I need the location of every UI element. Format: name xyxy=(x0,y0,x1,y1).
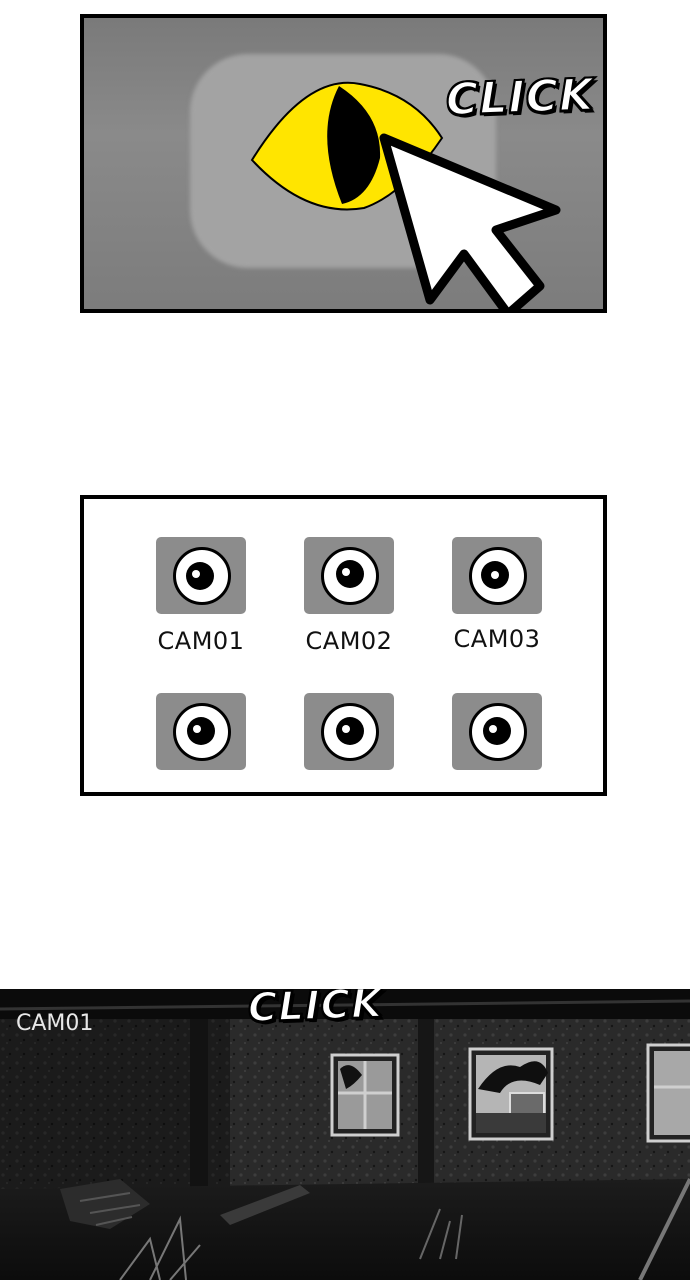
abandoned-room-image xyxy=(0,989,690,1280)
click-sound-effect: CLICK xyxy=(246,989,385,1032)
camera-feed-panel: CAM01 CLICK xyxy=(0,989,690,1280)
window-1 xyxy=(330,1053,400,1137)
cam02-label: CAM02 xyxy=(305,627,393,655)
click-sound-effect: CLICK xyxy=(444,68,596,126)
cam03-label: CAM03 xyxy=(453,625,541,653)
eye-icon xyxy=(469,703,527,761)
cam02-button[interactable] xyxy=(304,537,394,614)
eye-icon xyxy=(173,547,231,605)
eye-icon xyxy=(321,703,379,761)
window-2 xyxy=(468,1047,554,1141)
comic-panel-click-eye: CLICK xyxy=(80,14,607,313)
cam04-button[interactable] xyxy=(156,693,246,770)
cam03-button[interactable] xyxy=(452,537,542,614)
mouse-cursor-icon xyxy=(379,133,561,309)
cam01-button[interactable] xyxy=(156,537,246,614)
cam05-button[interactable] xyxy=(304,693,394,770)
camera-selector-panel: CAM01 CAM02 CAM03 xyxy=(80,495,607,796)
eye-icon xyxy=(173,703,231,761)
window-3 xyxy=(646,1043,690,1143)
camera-feed-label: CAM01 xyxy=(16,1011,94,1036)
cam01-label: CAM01 xyxy=(157,627,245,655)
eye-icon xyxy=(321,547,379,605)
cam06-button[interactable] xyxy=(452,693,542,770)
eye-icon xyxy=(469,547,527,605)
